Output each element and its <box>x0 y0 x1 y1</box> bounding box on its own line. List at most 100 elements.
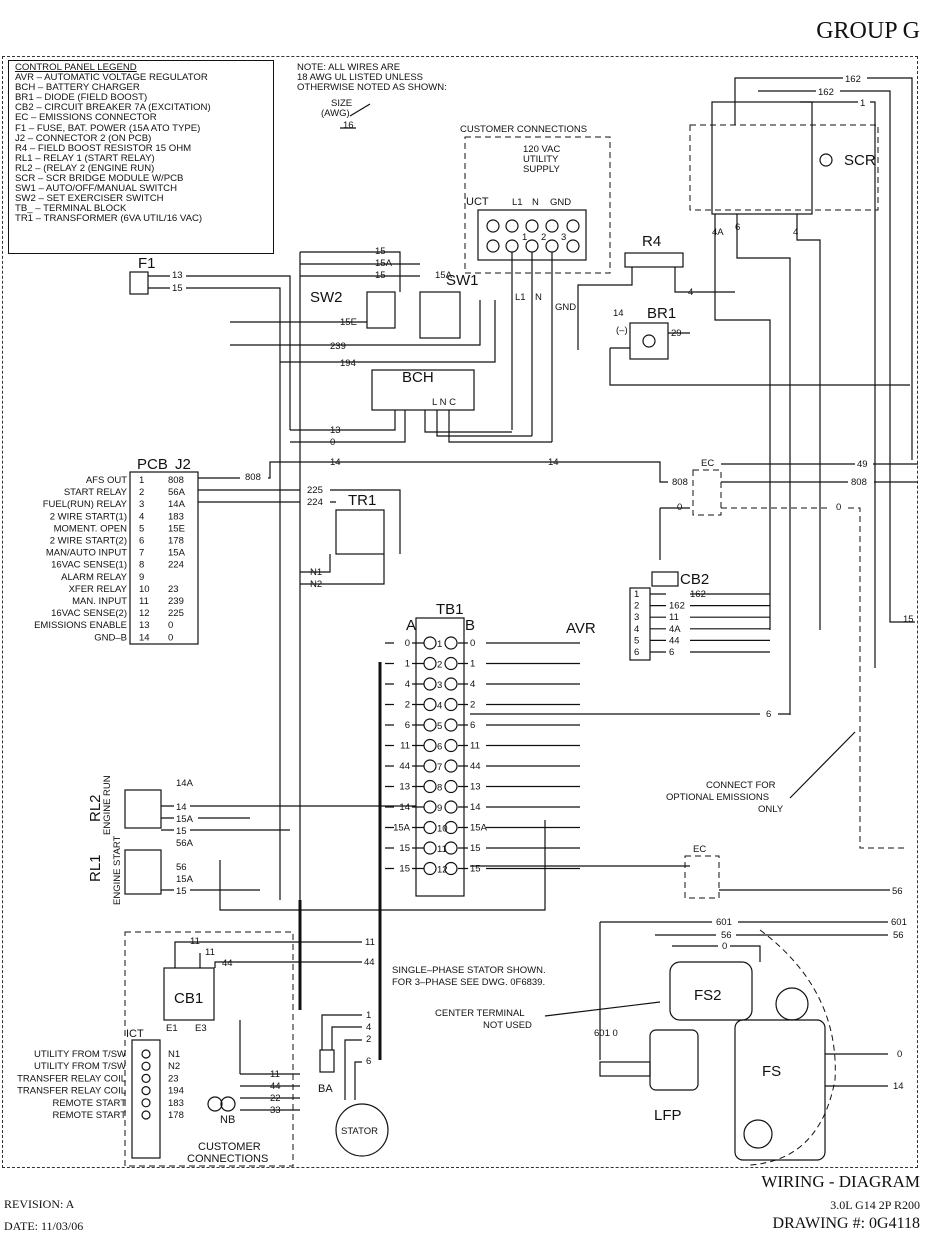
wire-label: 601 <box>891 917 907 928</box>
ec-label-bottom: EC <box>693 844 706 855</box>
wire-label: 162 <box>845 74 861 85</box>
pcb-pin-label: 16VAC SENSE(2) <box>51 608 127 619</box>
tb1-left-wire: 4 <box>405 679 410 690</box>
tb1-screw <box>444 636 458 650</box>
wire-label: 4A <box>712 227 724 238</box>
pcb-pin-wire: 225 <box>168 608 184 619</box>
wire-label: 15A <box>176 874 194 885</box>
avr-pin-wire: 162 <box>669 601 685 612</box>
uct-screw <box>486 239 500 253</box>
cb1-e1: E1 <box>166 1023 178 1034</box>
ict-terminal-strip <box>131 1039 161 1159</box>
date: DATE: 11/03/06 <box>4 1219 84 1233</box>
customer-conn-bottom-box <box>124 931 294 1167</box>
ec-emissions-dashed <box>721 507 905 849</box>
tb1-screw <box>423 861 437 876</box>
pcb-pin-wire: 0 <box>168 632 173 643</box>
uct-screw <box>525 239 539 253</box>
harness-bold <box>298 662 382 1060</box>
wire-label: 56A <box>176 838 194 849</box>
uct-terminal-label: GND <box>550 197 571 208</box>
br1-label: BR1 <box>647 305 676 322</box>
tb1-right-wire: 1 <box>470 659 475 670</box>
scr-label: SCR <box>844 152 876 169</box>
rl1-relay <box>124 849 162 895</box>
awg-leader <box>340 103 371 129</box>
tb1-left-wire: 13 <box>399 782 410 793</box>
legend-item: J2 – CONNECTOR 2 (ON PCB) <box>15 132 152 144</box>
sw2-label: SW2 <box>310 289 343 306</box>
pcb-pin-number: 2 <box>139 487 144 498</box>
ba-label: BA <box>318 1083 333 1095</box>
wire-label: 225 <box>307 485 323 496</box>
tb1-screw <box>423 820 437 835</box>
tb1-a-label: A <box>406 617 416 634</box>
tb1-left-wire: 15A <box>393 823 411 834</box>
ict-row-label: REMOTE START <box>52 1110 126 1121</box>
rl1-sub: ENGINE START <box>112 835 123 905</box>
legend-item: SW1 – AUTO/OFF/MANUAL SWITCH <box>15 183 178 195</box>
pcb-pin-label: MOMENT. OPEN <box>54 523 128 534</box>
legend-item: BR1 – DIODE (FIELD BOOST) <box>15 92 148 104</box>
switch-wires <box>230 251 496 900</box>
pcb-pin-wire: 183 <box>168 511 184 522</box>
r4-wires <box>577 267 735 350</box>
tb1-right-wire: 15A <box>470 823 488 834</box>
pcb-pin-wire: 239 <box>168 596 184 607</box>
tb1-left-wire: 15 <box>399 843 410 854</box>
pcb-pin-number: 13 <box>139 620 150 631</box>
pcb-label: PCB <box>137 456 168 473</box>
br1-neg-label: (–) <box>616 325 628 336</box>
ict-label: ICT <box>126 1028 144 1040</box>
ict-row-wire: 194 <box>168 1086 184 1097</box>
pcb-pin-wire: 178 <box>168 536 184 547</box>
drawing-frame <box>2 56 918 1168</box>
f1-fuse <box>129 271 149 295</box>
tb1-right-wire: 6 <box>470 720 475 731</box>
f1-wires <box>148 275 291 900</box>
pcb-pin-label: AFS OUT <box>86 475 127 486</box>
br1-wires <box>609 332 910 386</box>
tb1-pos: 1 <box>437 639 442 650</box>
tb1-screw <box>444 656 458 671</box>
tb1-screw <box>423 656 437 671</box>
fuel-pipe <box>599 1061 651 1077</box>
tb1-left-wire: 11 <box>400 741 410 752</box>
wire-label: 14 <box>613 308 624 319</box>
tb1-right-wire: 0 <box>470 638 475 649</box>
pcb-pin-wire: 808 <box>168 475 184 486</box>
relay-wires <box>161 805 416 891</box>
wire-label: 1 <box>860 98 865 109</box>
wire-label: 56 <box>892 886 903 897</box>
cb1-wires <box>174 941 362 968</box>
wire-label: 44 <box>364 957 375 968</box>
supply-line: 120 VAC <box>523 144 560 155</box>
tb1-screw <box>423 738 437 753</box>
br1-center <box>642 334 656 348</box>
tb1-pos: 9 <box>437 803 442 814</box>
wire-label: 14 <box>893 1081 904 1092</box>
legend-title: CONTROL PANEL LEGEND <box>15 62 137 73</box>
uct-screw <box>566 219 580 233</box>
rl2-sub: ENGINE RUN <box>102 775 113 835</box>
stator-note: FOR 3–PHASE SEE DWG. 0F6839. <box>392 977 545 988</box>
wire-label: 4 <box>366 1022 371 1033</box>
tb1-screw <box>423 636 437 650</box>
pcb-pin-wire: 14A <box>168 499 186 510</box>
wire-label: 14 <box>176 802 187 813</box>
pcb-pin-label: XFER RELAY <box>69 584 128 595</box>
legend-item: BCH – BATTERY CHARGER <box>15 82 140 94</box>
wire-label: 15A <box>435 270 453 281</box>
wire-label: 13 <box>172 270 183 281</box>
tb1-pos: 11 <box>437 844 447 855</box>
wire-label: 162 <box>818 87 834 98</box>
lfp-regulator <box>649 1029 699 1091</box>
ict-row-label: UTILITY FROM T/SW <box>34 1061 126 1072</box>
pcb-pin-label: FUEL(RUN) RELAY <box>43 499 128 510</box>
tr1-transformer <box>335 509 385 555</box>
tb1-right-wire: 44 <box>470 761 481 772</box>
stator <box>335 1103 389 1157</box>
lfp-label: LFP <box>654 1107 682 1124</box>
uct-screw <box>505 239 519 253</box>
tb1-left-wire: 15 <box>399 864 410 875</box>
